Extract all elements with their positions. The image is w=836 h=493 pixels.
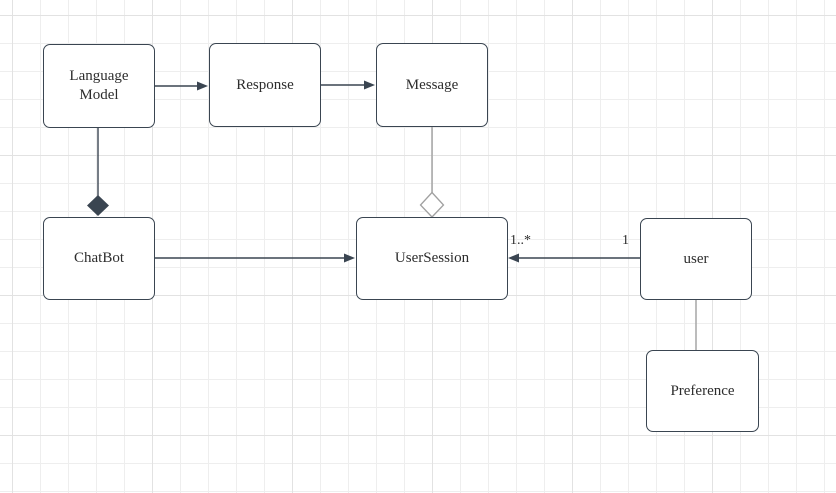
arrowhead-left-icon	[508, 253, 519, 263]
edge-user-to-usersession[interactable]	[508, 253, 640, 263]
node-label: user	[683, 250, 709, 267]
node-user[interactable]: user	[640, 218, 752, 300]
node-usersession[interactable]: UserSession	[356, 217, 508, 300]
node-label: ChatBot	[73, 250, 124, 267]
node-label: Language Model	[69, 68, 129, 103]
arrowhead-right-icon	[364, 80, 375, 90]
arrowhead-right-icon	[344, 253, 355, 263]
node-chatbot[interactable]: ChatBot	[43, 217, 155, 300]
node-label: Message	[405, 76, 459, 93]
node-message[interactable]: Message	[376, 43, 488, 127]
node-label: Preference	[670, 382, 735, 399]
node-label: UserSession	[394, 250, 470, 267]
multiplicity-label-usersession[interactable]: 1..*	[510, 233, 531, 248]
edge-chatbot-to-usersession[interactable]	[155, 253, 355, 263]
aggregation-diamond-icon	[419, 191, 445, 218]
node-response[interactable]: Response	[209, 43, 321, 127]
arrowhead-right-icon	[197, 81, 208, 91]
node-preference[interactable]: Preference	[646, 350, 759, 432]
multiplicity-label-user[interactable]: 1	[622, 233, 629, 248]
node-label: Response	[236, 76, 294, 93]
edge-languagemodel-to-chatbot[interactable]	[87, 128, 109, 216]
edge-message-to-usersession[interactable]	[419, 127, 445, 218]
edge-languagemodel-to-response[interactable]	[155, 81, 208, 91]
composition-diamond-icon	[87, 195, 109, 216]
node-language-model[interactable]: Language Model	[43, 44, 155, 128]
edge-response-to-message[interactable]	[321, 80, 375, 90]
